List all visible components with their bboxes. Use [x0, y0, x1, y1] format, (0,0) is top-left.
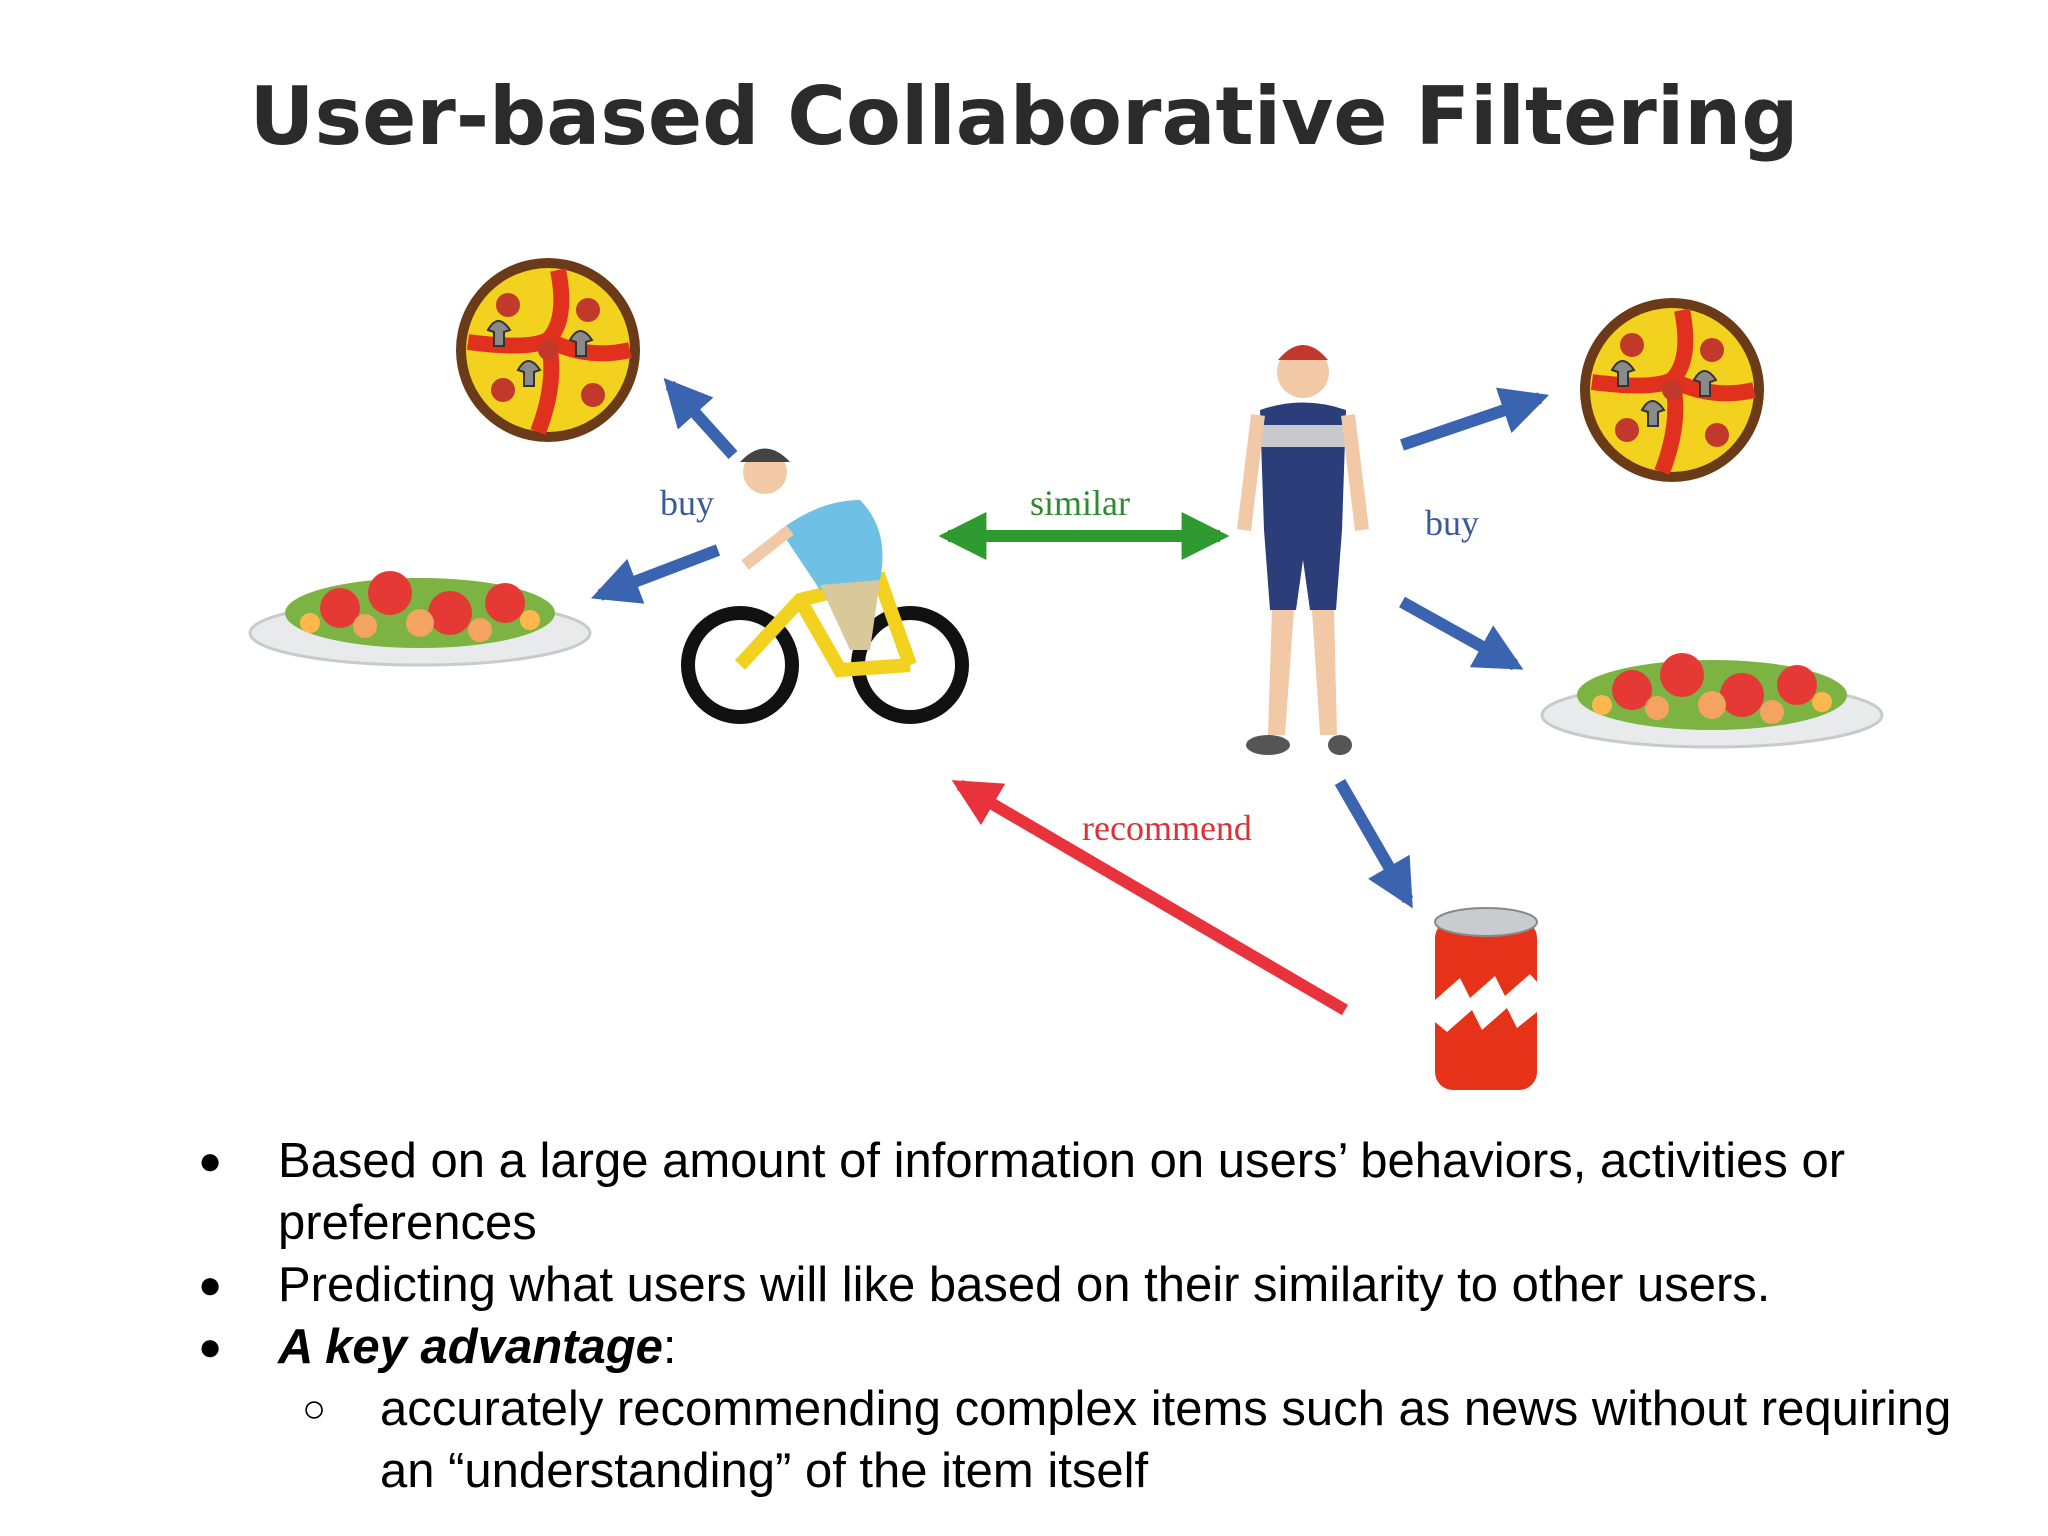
key-advantage-label: A key advantage: [278, 1320, 663, 1374]
bullet-item: ● Based on a large amount of information…: [190, 1130, 1990, 1254]
slide-title: User-based Collaborative Filtering: [249, 70, 1799, 163]
bullet-item: ● Predicting what users will like based …: [190, 1254, 1990, 1316]
bullet-dot-icon: ●: [198, 1263, 223, 1307]
bullet-text: Based on a large amount of information o…: [278, 1134, 1846, 1250]
collaborative-filtering-diagram: buy similar buy recommend: [248, 200, 1884, 1090]
bullet-item: ● A key advantage:: [190, 1316, 1990, 1378]
soda-can-icon: [1434, 907, 1538, 1090]
buy-arrow-soda: [1334, 779, 1414, 909]
bullet-text: Predicting what users will like based on…: [278, 1258, 1771, 1312]
salad-left-icon: [248, 569, 592, 667]
sub-bullet-text: accurately recommending complex items su…: [380, 1382, 1952, 1498]
similar-label: similar: [1030, 483, 1130, 523]
recommend-label: recommend: [1082, 808, 1252, 848]
standing-user-icon: [1237, 345, 1369, 755]
buy-arrow-pizza-right: [1400, 387, 1550, 451]
buy-label-right: buy: [1425, 503, 1479, 543]
pizza-left-icon: [456, 258, 640, 442]
cyclist-user-icon: [681, 448, 969, 724]
buy-label-left: buy: [660, 483, 714, 523]
recommend-arrow: [951, 779, 1349, 1016]
sub-bullet-ring-icon: ○: [302, 1387, 327, 1431]
buy-arrow-salad-left: [591, 544, 721, 604]
bullet-dot-icon: ●: [198, 1325, 223, 1369]
salad-right-icon: [1540, 651, 1884, 749]
sub-bullet-item: ○ accurately recommending complex items …: [190, 1378, 1990, 1502]
bullet-list: ● Based on a large amount of information…: [190, 1130, 1990, 1502]
bullet-dot-icon: ●: [198, 1139, 223, 1183]
buy-arrow-pizza-left: [663, 377, 738, 460]
buy-arrow-salad-right: [1399, 596, 1524, 671]
colon: :: [662, 1320, 677, 1374]
pizza-right-icon: [1580, 298, 1764, 482]
